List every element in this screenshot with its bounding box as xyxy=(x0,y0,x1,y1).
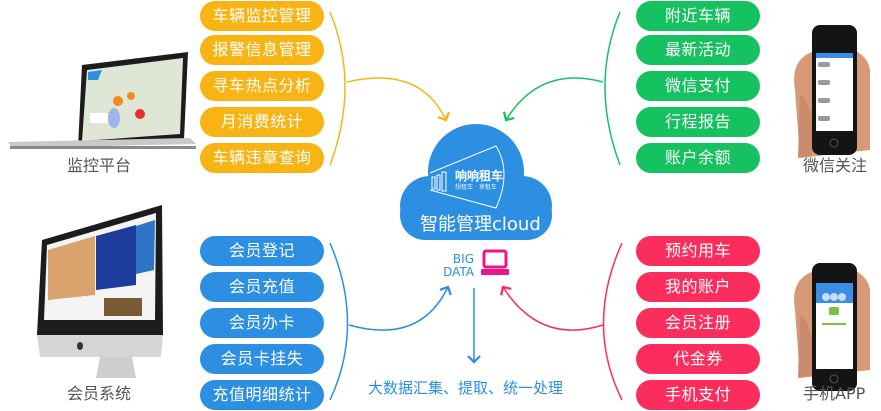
wechat-bracket-line xyxy=(604,11,621,166)
app-item[interactable]: 预约用车 xyxy=(636,236,760,266)
wechat-item[interactable]: 微信支付 xyxy=(636,71,760,101)
member-item[interactable]: 会员卡挂失 xyxy=(200,344,324,374)
app-arrow xyxy=(500,285,604,331)
monitor-device-label: 监控平台 xyxy=(67,156,132,175)
wechat-device-label: 微信关注 xyxy=(803,156,868,175)
big-data-line1: BIG xyxy=(452,252,474,266)
monitor-bracket-line xyxy=(329,11,346,166)
app-phone-icon xyxy=(794,263,870,391)
wechat-item[interactable]: 附近车辆 xyxy=(636,1,760,31)
member-device-label: 会员系统 xyxy=(67,384,132,403)
member-item[interactable]: 会员充值 xyxy=(200,272,324,302)
computer-icon xyxy=(481,249,509,275)
app-device-label: 手机APP xyxy=(803,384,866,403)
monitor-item[interactable]: 车辆监控管理 xyxy=(200,1,324,31)
process-caption: 大数据汇集、提取、统一处理 xyxy=(368,379,564,397)
monitor-item[interactable]: 月消费统计 xyxy=(200,107,324,137)
wechat-item[interactable]: 最新活动 xyxy=(636,35,760,65)
wechat-phone-icon xyxy=(794,25,870,158)
wechat-item[interactable]: 账户余额 xyxy=(636,143,760,173)
monitor-item[interactable]: 车辆违章查询 xyxy=(200,143,324,173)
logo-subtitle: 想租车 · 享租车 xyxy=(455,184,497,191)
app-item[interactable]: 会员注册 xyxy=(636,308,760,338)
big-data-line2: DATA xyxy=(443,265,474,279)
laptop-icon xyxy=(8,52,196,149)
big-data-label: BIG DATA xyxy=(438,253,474,279)
monitor-item[interactable]: 寻车热点分析 xyxy=(200,71,324,101)
wechat-item[interactable]: 行程报告 xyxy=(636,107,760,137)
monitor-arrow xyxy=(346,77,450,122)
cloud-label: 智能管理cloud xyxy=(420,214,541,235)
monitor-item[interactable]: 报警信息管理 xyxy=(200,35,324,65)
app-bracket-line xyxy=(602,242,623,401)
member-item[interactable]: 会员办卡 xyxy=(200,308,324,338)
member-item[interactable]: 充值明细统计 xyxy=(200,380,324,410)
member-item[interactable]: 会员登记 xyxy=(200,236,324,266)
logo-megaphone-icon xyxy=(429,145,505,209)
member-arrow xyxy=(348,285,452,331)
app-item[interactable]: 我的账户 xyxy=(636,272,760,302)
app-item[interactable]: 手机支付 xyxy=(636,380,760,410)
wechat-arrow xyxy=(502,77,604,122)
app-item[interactable]: 代金券 xyxy=(636,344,760,374)
member-bracket-line xyxy=(329,242,349,401)
desktop-monitor-icon xyxy=(37,205,163,378)
logo-name: 响响租车 xyxy=(455,169,504,183)
